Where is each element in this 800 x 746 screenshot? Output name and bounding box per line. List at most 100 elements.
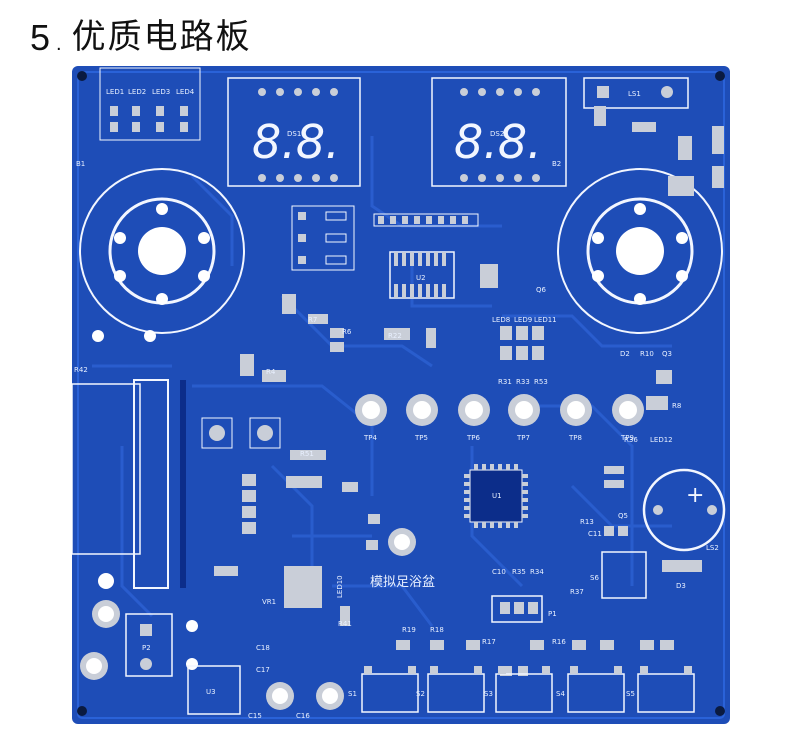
u3-label: U3: [206, 688, 216, 696]
led12-label: LED12: [650, 436, 673, 444]
tp-label: TP5: [414, 434, 428, 442]
c10-label: C10: [492, 568, 506, 576]
switch-label: S4: [556, 690, 565, 698]
r13-label: R13: [580, 518, 594, 526]
switch-label: S2: [416, 690, 425, 698]
regulator-vr1: VR1 LED10: [262, 566, 344, 608]
microcontroller-u1: U1: [464, 464, 528, 528]
connector-p1: P1 C10 R35 R34: [491, 568, 557, 623]
tp-label: TP9: [620, 434, 634, 442]
svg-text:8.8.: 8.8.: [252, 115, 340, 169]
d2-label: D2: [620, 350, 630, 358]
switch-label: S5: [626, 690, 635, 698]
b2-label: B2: [552, 160, 561, 168]
vr1-label: VR1: [262, 598, 276, 606]
r35-label: R35: [512, 568, 526, 576]
u2-label: U2: [416, 274, 426, 282]
tp-label: TP6: [466, 434, 480, 442]
r4-label: R4: [266, 368, 276, 376]
r42-label: R42: [74, 366, 88, 374]
led-label: LED4: [176, 88, 195, 96]
svg-text:+: +: [686, 483, 704, 508]
tp-label: TP8: [568, 434, 582, 442]
led-label: LED11: [534, 316, 557, 324]
r7-label: R7: [308, 316, 317, 324]
r22-label: R22: [388, 332, 402, 340]
r51-label: R51: [300, 450, 314, 458]
c15-label: C15: [248, 712, 262, 720]
display-label: DS2: [490, 130, 504, 138]
ic-u3: U3: [187, 665, 241, 715]
r6-label: R6: [342, 328, 352, 336]
led10-label: LED10: [336, 575, 344, 598]
misc-labels: LED12 R36 R37 R8 R10 Q3 D2 R13 Q5 C11 R1…: [266, 286, 681, 646]
r37-label: R37: [570, 588, 584, 596]
smd-components: [214, 106, 724, 676]
r17-label: R17: [482, 638, 496, 646]
c17-label: C17: [256, 666, 270, 674]
r36-label: R36: [624, 436, 638, 444]
led-label: LED2: [128, 88, 146, 96]
d3-label: D3: [676, 582, 686, 590]
q5-label: Q5: [618, 512, 628, 520]
rotary-encoder-b2: B2: [552, 160, 723, 334]
bottom-switches: S1 S2 S3 S4 S5: [348, 666, 695, 713]
buzzer-ls2: + LS2: [642, 468, 726, 552]
capacitors-c15-c16: C15 C16 C18 C17: [248, 644, 344, 720]
connector-p2: P2: [125, 613, 198, 677]
led-label: LED9: [514, 316, 532, 324]
r10-label: R10: [640, 350, 654, 358]
r33-label: R33: [516, 378, 530, 386]
c16-label: C16: [296, 712, 310, 720]
heading-number: 5: [30, 17, 51, 58]
board-silkscreen-text: 模拟足浴盆: [370, 575, 435, 590]
r8-label: R8: [672, 402, 681, 410]
b1-label: B1: [76, 160, 85, 168]
board-substrate: [72, 66, 730, 724]
tp-label: TP4: [363, 434, 377, 442]
led-label: LED8: [492, 316, 510, 324]
r19-label: R19: [402, 626, 416, 634]
c11-label: C11: [588, 530, 602, 538]
ls2-label: LS2: [706, 544, 719, 552]
resistor-row: [373, 213, 479, 227]
resistor-block-r20: [291, 205, 355, 271]
q3-label: Q3: [662, 350, 672, 358]
r34-label: R34: [530, 568, 544, 576]
seven-segment-display-2: 8.8. DS2: [431, 77, 567, 187]
led-label: LED3: [152, 88, 170, 96]
r53-label: R53: [534, 378, 548, 386]
r41-label: R41: [338, 620, 352, 628]
r31-label: R31: [498, 378, 512, 386]
seven-segment-display-1: 8.8. DS1: [227, 77, 361, 187]
svg-text:8.8.: 8.8.: [454, 115, 542, 169]
ls1-connector: LS1: [583, 77, 689, 109]
switch-label: S3: [484, 690, 493, 698]
section-heading: 5 . 优质电路板: [30, 8, 252, 58]
switch-s6: S6 D3: [590, 551, 702, 599]
mounting-holes: [77, 71, 725, 716]
p2-label: P2: [142, 644, 151, 652]
power-section: R42: [71, 330, 186, 680]
test-points: TP4 TP5 TP6 TP7 TP8 TP9: [355, 394, 644, 442]
led-block-top: LED1 LED2 LED3 LED4: [99, 67, 201, 141]
heading-separator: .: [56, 33, 62, 55]
rotary-encoder-b1: B1: [76, 160, 245, 334]
u1-label: U1: [492, 492, 502, 500]
ls1-label: LS1: [628, 90, 641, 98]
r18-label: R18: [430, 626, 444, 634]
p1-label: P1: [548, 610, 557, 618]
pcb-photo: LED1 LED2 LED3 LED4 8.8. DS1 8.8. DS2 LS…: [71, 66, 730, 724]
r16-label: R16: [552, 638, 566, 646]
ic-u2: U2: [389, 251, 455, 299]
tp-label: TP7: [516, 434, 530, 442]
display-label: DS1: [287, 130, 301, 138]
switch-label: S1: [348, 690, 357, 698]
copper-traces: [92, 136, 672, 627]
q6-label: Q6: [536, 286, 547, 294]
c18-label: C18: [256, 644, 270, 652]
pcb-board: LED1 LED2 LED3 LED4 8.8. DS1 8.8. DS2 LS…: [71, 66, 730, 724]
heading-title: 优质电路板: [71, 17, 252, 57]
led-block-mid: LED8 LED9 LED11 R31 R33 R53: [492, 316, 557, 386]
led-label: LED1: [106, 88, 124, 96]
